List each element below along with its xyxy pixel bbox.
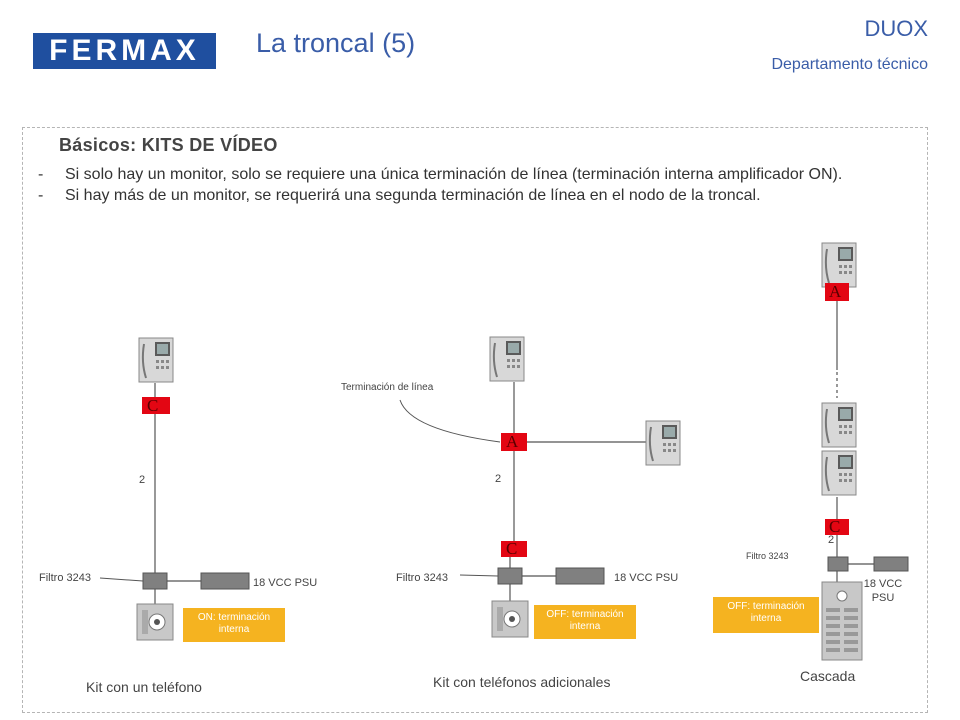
filter-label: Filtro 3243 [396,572,448,584]
bullet-item: - Si hay más de un monitor, se requerirá… [38,185,898,206]
filter-3243-box [827,556,849,572]
bullet-list: - Si solo hay un monitor, solo se requie… [38,164,898,206]
content-frame [22,127,928,713]
psu-box [200,572,250,590]
psu-label: 18 VCC PSU [253,577,318,589]
node-letter: A [829,282,842,301]
filter-label: Filtro 3243 [746,551,789,561]
psu-label: 18 VCC PSU [614,572,679,584]
kit-caption: Kit con un teléfono [86,679,202,695]
termination-note: ON: terminación interna [183,608,285,642]
monitor-icon [489,336,525,382]
kit-caption: Cascada [800,668,856,684]
filter-arrow [99,577,144,582]
termination-note: OFF: terminación interna [534,605,636,639]
monitor-icon [138,337,174,383]
psu-box [873,556,909,572]
bullet-marker: - [38,166,44,183]
monitor-icon [821,242,857,288]
door-panel-icon [491,600,529,638]
filter-arrow [459,574,499,577]
node-c-marker: C [825,517,849,536]
kit-caption: Kit con teléfonos adicionales [433,674,611,690]
filter-label: Filtro 3243 [39,572,91,584]
monitor-icon [821,402,857,448]
psu-box [555,567,605,585]
node-letter: A [506,432,519,451]
node-a-marker: A [825,282,849,301]
door-panel-icon [136,603,174,641]
bullet-text: Si solo hay un monitor, solo se requiere… [65,166,843,183]
node-letter: C [506,539,518,558]
section-heading: Básicos: KITS DE VÍDEO [59,135,278,155]
node-c-marker: C [142,396,170,415]
wire-count-label: 2 [139,474,146,486]
psu-label: 18 VCC PSU [863,578,903,604]
fermax-logo: FERMAX [33,33,216,69]
node-c-marker: C [501,539,527,558]
bullet-item: - Si solo hay un monitor, solo se requie… [38,164,898,185]
monitor-icon [821,450,857,496]
multi-button-panel-icon [821,581,863,661]
node-a-marker: A [501,432,527,451]
brand-duox: DUOX [864,16,928,41]
wire-count-label: 2 [828,534,835,546]
monitor-icon [645,420,681,466]
node-letter: C [829,517,841,536]
bullet-marker: - [38,187,44,204]
filter-3243-box [497,567,523,585]
termination-label: Terminación de línea [341,382,434,393]
filter-3243-box [142,572,168,590]
department-label: Departamento técnico [771,56,928,73]
node-letter: C [147,396,159,415]
termination-pointer [399,399,501,443]
page-title: La troncal (5) [256,28,416,58]
wire-count-label: 2 [495,473,502,485]
termination-note: OFF: terminación interna [713,597,819,633]
bullet-text: Si hay más de un monitor, se requerirá u… [65,187,761,204]
